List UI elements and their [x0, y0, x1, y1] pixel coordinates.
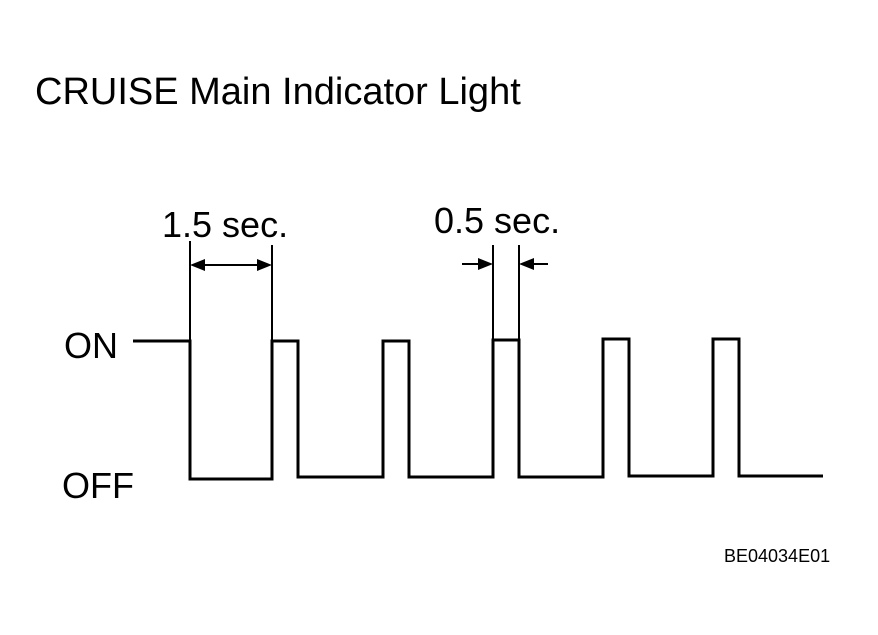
long-interval-left-arrowhead: [190, 259, 205, 271]
diagram-title: CRUISE Main Indicator Light: [35, 71, 521, 113]
off-level-label: OFF: [62, 465, 134, 506]
on-level-label: ON: [64, 325, 118, 366]
figure-code: BE04034E01: [724, 546, 830, 566]
indicator-waveform: [133, 337, 823, 481]
long-interval-label: 1.5 sec.: [162, 204, 288, 245]
short-interval-left-arrowhead: [478, 258, 493, 270]
long-interval-right-arrowhead: [257, 259, 272, 271]
short-interval-right-arrowhead: [519, 258, 534, 270]
short-interval-label: 0.5 sec.: [434, 200, 560, 241]
